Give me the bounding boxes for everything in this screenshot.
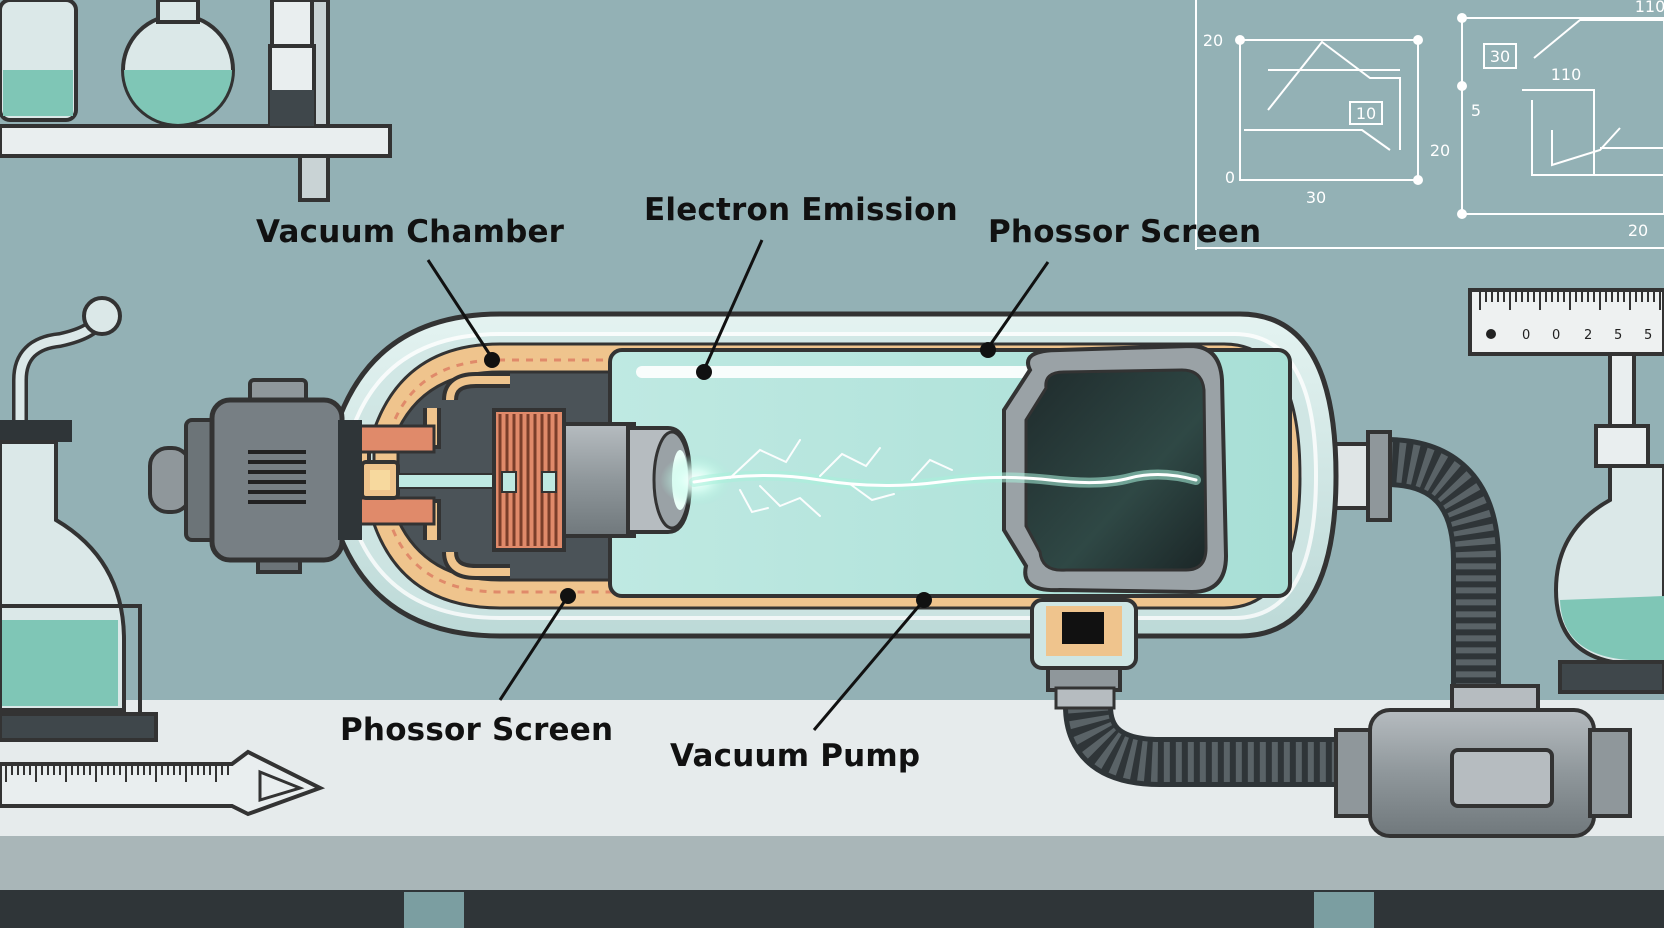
- leader-phossor-screen-bottom: [498, 595, 570, 701]
- ruler-digit-5: 5: [1644, 328, 1652, 343]
- tube-coupling: [1328, 430, 1392, 522]
- svg-text:110: 110: [1551, 65, 1582, 84]
- svg-text:110: 110: [1635, 0, 1664, 16]
- bench-edge: [0, 836, 1664, 892]
- label-electron-emission: Electron Emission: [644, 192, 958, 228]
- ruler-digit-3: 2: [1584, 328, 1592, 343]
- bench-ruler: [0, 749, 326, 817]
- leader-vacuum-pump: [812, 599, 926, 731]
- svg-text:0: 0: [1225, 168, 1235, 187]
- ruler-digit-2: 0: [1552, 328, 1560, 343]
- svg-text:30: 30: [1306, 188, 1326, 207]
- flask-left: [0, 296, 158, 742]
- svg-text:10: 10: [1356, 104, 1376, 123]
- flask-right: [1553, 424, 1664, 694]
- ruler-stand: 0 0 2 5 5: [1468, 288, 1664, 432]
- label-phossor-screen-top: Phossor Screen: [988, 214, 1262, 250]
- blueprint-labels: 20 0 30 10 20 110 30 110 5 20: [1203, 0, 1664, 240]
- svg-text:20: 20: [1203, 31, 1223, 50]
- label-vacuum-chamber: Vacuum Chamber: [256, 214, 565, 250]
- label-phossor-screen-bottom: Phossor Screen: [340, 712, 614, 748]
- bench-base: [0, 890, 1664, 928]
- leader-phossor-screen-top: [986, 261, 1050, 349]
- label-vacuum-pump: Vacuum Pump: [670, 738, 921, 774]
- phosphor-screen: [1002, 343, 1229, 595]
- leader-dots: [484, 342, 996, 608]
- ruler-digit-1: 0: [1522, 328, 1530, 343]
- leader-vacuum-chamber: [426, 259, 494, 359]
- tube-port: [1030, 598, 1138, 710]
- lab-shelf: [0, 0, 392, 202]
- svg-text:20: 20: [1430, 141, 1450, 160]
- blueprint-sketch: [1195, 0, 1664, 250]
- leader-lines: [426, 239, 1050, 731]
- svg-text:20: 20: [1628, 221, 1648, 240]
- leader-electron-emission: [702, 239, 764, 371]
- svg-text:30: 30: [1490, 47, 1510, 66]
- ruler-digit-4: 5: [1614, 328, 1622, 343]
- svg-text:5: 5: [1471, 101, 1481, 120]
- cathode-connector: [148, 378, 362, 574]
- vacuum-pump-unit: [1334, 684, 1632, 838]
- vacuum-hose: [1063, 437, 1501, 787]
- electron-beam: [660, 439, 1201, 517]
